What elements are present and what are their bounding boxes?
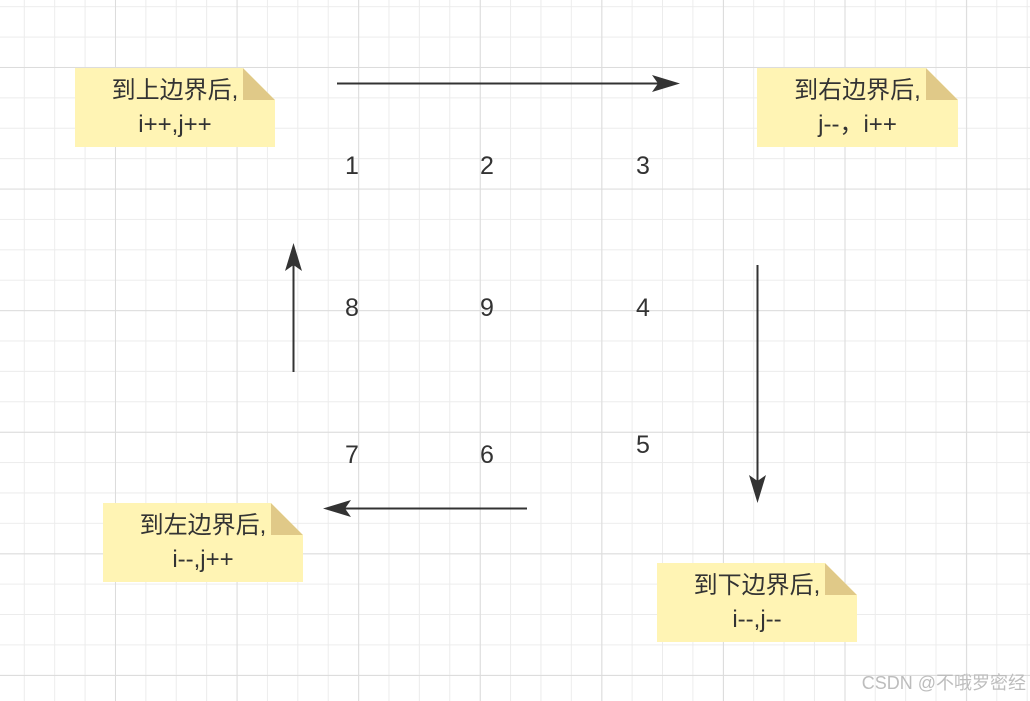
arrow-down-icon — [749, 265, 766, 503]
watermark: CSDN @不哦罗密经 — [861, 673, 1026, 693]
note-right-boundary: 到右边界后, j--，i++ — [757, 68, 958, 147]
matrix-cell-8: 8 — [345, 294, 359, 322]
matrix-cell-4: 4 — [636, 294, 650, 322]
note-left-boundary: 到左边界后, i--,j++ — [103, 503, 303, 582]
note-text: 到下边界后, i--,j-- — [657, 563, 857, 642]
matrix-cell-7: 7 — [345, 441, 359, 469]
note-line-1: 到右边界后, — [794, 76, 921, 104]
matrix-cell-5: 5 — [636, 431, 650, 459]
matrix-cell-3: 3 — [636, 152, 650, 180]
matrix-cell-1: 1 — [345, 152, 359, 180]
note-line-1: 到左边界后, — [139, 511, 267, 539]
note-line-2: i--,j++ — [172, 545, 234, 573]
note-line-1: 到下边界后, — [693, 571, 821, 599]
arrow-right-icon — [337, 75, 680, 92]
arrow-up-icon — [285, 243, 302, 372]
note-text: 到左边界后, i--,j++ — [103, 503, 303, 582]
matrix-cell-6: 6 — [480, 441, 494, 469]
note-text: 到右边界后, j--，i++ — [757, 68, 958, 147]
note-text: 到上边界后, i++,j++ — [75, 68, 275, 147]
note-line-1: 到上边界后, — [111, 76, 239, 104]
note-bottom-boundary: 到下边界后, i--,j-- — [657, 563, 857, 642]
note-line-2: j--，i++ — [818, 110, 897, 138]
note-line-2: i++,j++ — [138, 110, 212, 138]
note-line-2: i--,j-- — [732, 605, 782, 633]
arrow-left-icon — [323, 500, 527, 517]
matrix-cell-2: 2 — [480, 152, 494, 180]
matrix-cell-9: 9 — [480, 294, 494, 322]
note-top-boundary: 到上边界后, i++,j++ — [75, 68, 275, 147]
